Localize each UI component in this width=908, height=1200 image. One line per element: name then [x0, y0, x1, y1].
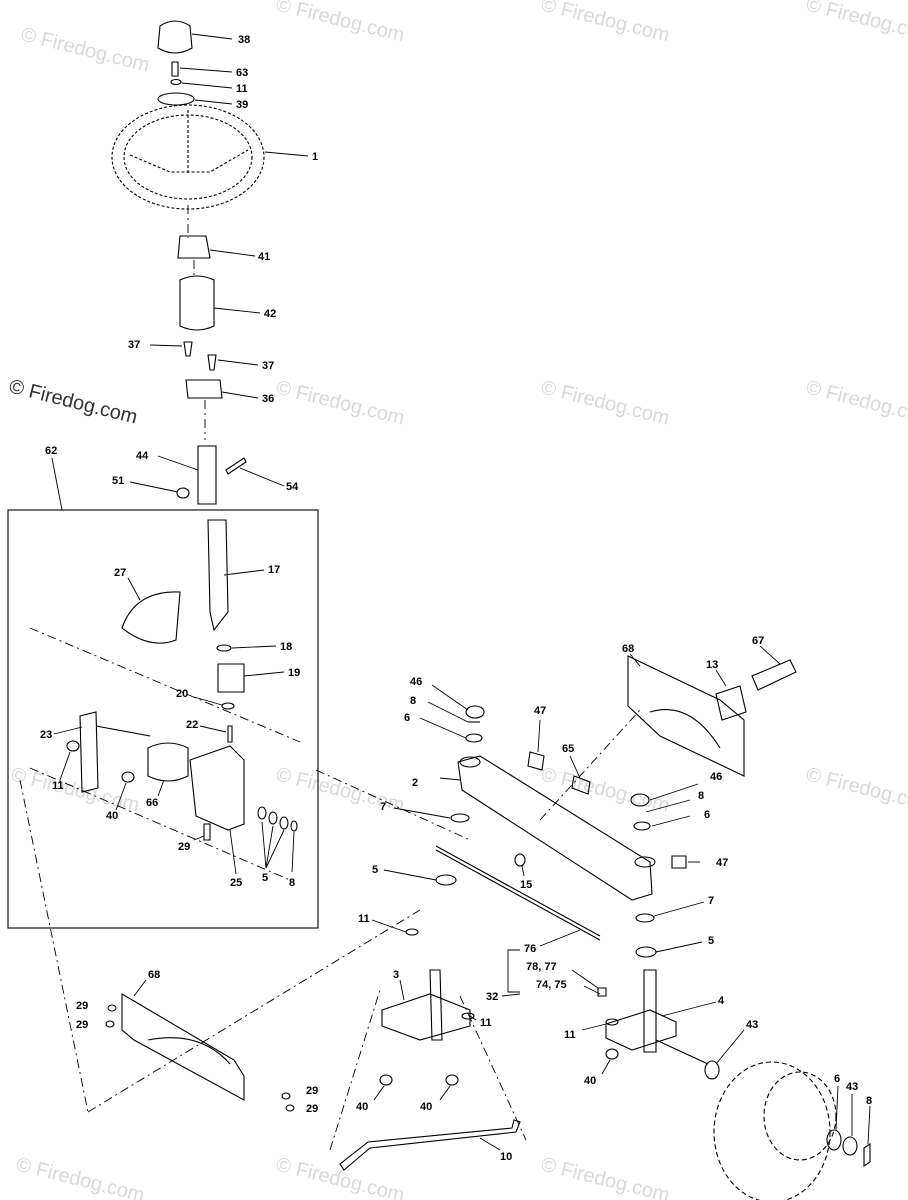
callout-38: 38: [238, 34, 250, 46]
callout-65: 65: [562, 743, 574, 755]
callout-4: 4: [718, 995, 725, 1007]
watermark: © Firedog.com: [274, 0, 407, 47]
callout-47: 47: [716, 857, 728, 869]
callout-40: 40: [584, 1075, 596, 1087]
watermark: © Firedog.com: [9, 764, 142, 817]
watermark: © Firedog.com: [539, 377, 672, 430]
callout-6: 6: [834, 1073, 840, 1085]
steering-assembly-box: [7, 457, 319, 929]
callout-5: 5: [708, 935, 714, 947]
watermark: © Firedog.com: [804, 764, 908, 817]
callout-5: 5: [262, 872, 268, 884]
callout-7: 7: [380, 801, 386, 813]
front-axle-assembly: [329, 645, 871, 1200]
callout-67: 67: [752, 635, 764, 647]
callout-8: 8: [698, 790, 704, 802]
callout-40: 40: [420, 1101, 432, 1113]
callout-8: 8: [866, 1095, 872, 1107]
callout-68: 68: [148, 969, 160, 981]
callout-62: 62: [45, 445, 57, 457]
callout-27: 27: [114, 567, 126, 579]
callout-37: 37: [128, 339, 140, 351]
callout-68: 68: [622, 643, 634, 655]
callout-7: 7: [708, 895, 714, 907]
callout-17: 17: [268, 564, 280, 576]
callout-8: 8: [289, 877, 295, 889]
callout-42: 42: [264, 308, 276, 320]
watermark: © Firedog.com: [804, 377, 908, 430]
callout-13: 13: [706, 659, 718, 671]
callout-6: 6: [404, 712, 410, 724]
callout-20: 20: [176, 688, 188, 700]
callout-78-77: 78, 77: [526, 961, 557, 973]
callout-66: 66: [146, 797, 158, 809]
callout-23: 23: [40, 729, 52, 741]
callout-2: 2: [412, 777, 418, 789]
watermark: © Firedog.com: [14, 1154, 147, 1200]
callout-54: 54: [286, 481, 299, 493]
callout-63: 63: [236, 67, 248, 79]
callout-19: 19: [288, 667, 300, 679]
callout-41: 41: [258, 251, 270, 263]
callout-43: 43: [746, 1019, 758, 1031]
callout-22: 22: [186, 719, 198, 731]
callout-6: 6: [704, 809, 710, 821]
callout-11: 11: [564, 1029, 576, 1041]
callout-29: 29: [76, 1000, 88, 1012]
callout-46: 46: [410, 676, 422, 688]
callout-32: 32: [486, 991, 498, 1003]
callout-29: 29: [306, 1103, 318, 1115]
callout-labels: 38 63 11 39 1 41 42 37 37 36 62 44 51 54…: [40, 34, 872, 1163]
callout-44: 44: [136, 450, 149, 462]
dash-connector: [315, 769, 471, 841]
steering-column: [111, 20, 309, 505]
watermark: © Firedog.com: [804, 0, 908, 47]
callout-1: 1: [312, 151, 318, 163]
callout-51: 51: [112, 475, 124, 487]
callout-18: 18: [280, 641, 292, 653]
callout-43: 43: [846, 1081, 858, 1093]
callout-46: 46: [710, 771, 722, 783]
callout-10: 10: [500, 1151, 512, 1163]
watermark: © Firedog.com: [539, 764, 672, 817]
callout-76: 76: [524, 943, 536, 955]
callout-36: 36: [262, 393, 274, 405]
watermark-dark: © Firedog.com: [7, 376, 140, 429]
callout-40: 40: [356, 1101, 368, 1113]
callout-37: 37: [262, 360, 274, 372]
watermark: © Firedog.com: [19, 24, 152, 77]
callout-25: 25: [230, 877, 242, 889]
callout-15: 15: [520, 879, 532, 891]
callout-11: 11: [480, 1017, 492, 1029]
callout-29: 29: [76, 1019, 88, 1031]
callout-39: 39: [236, 99, 248, 111]
dash-connector: [19, 779, 89, 1113]
watermark: © Firedog.com: [274, 377, 407, 430]
callout-29: 29: [306, 1085, 318, 1097]
callout-8: 8: [410, 695, 416, 707]
callout-11: 11: [236, 83, 248, 95]
frame-bracket-left: [105, 979, 295, 1112]
callout-11: 11: [358, 913, 370, 925]
callout-5: 5: [372, 864, 378, 876]
dash-connector: [539, 709, 641, 821]
callout-74-75: 74, 75: [536, 979, 567, 991]
watermark: © Firedog.com: [539, 0, 672, 47]
watermark: © Firedog.com: [274, 1154, 407, 1200]
callout-29: 29: [178, 841, 190, 853]
watermark: © Firedog.com: [539, 1154, 672, 1200]
callout-11: 11: [52, 780, 64, 792]
callout-40: 40: [106, 810, 118, 822]
callout-47: 47: [534, 705, 546, 717]
watermark: © Firedog.com: [274, 764, 407, 817]
callout-3: 3: [393, 969, 399, 981]
dash-connector: [87, 909, 421, 1113]
